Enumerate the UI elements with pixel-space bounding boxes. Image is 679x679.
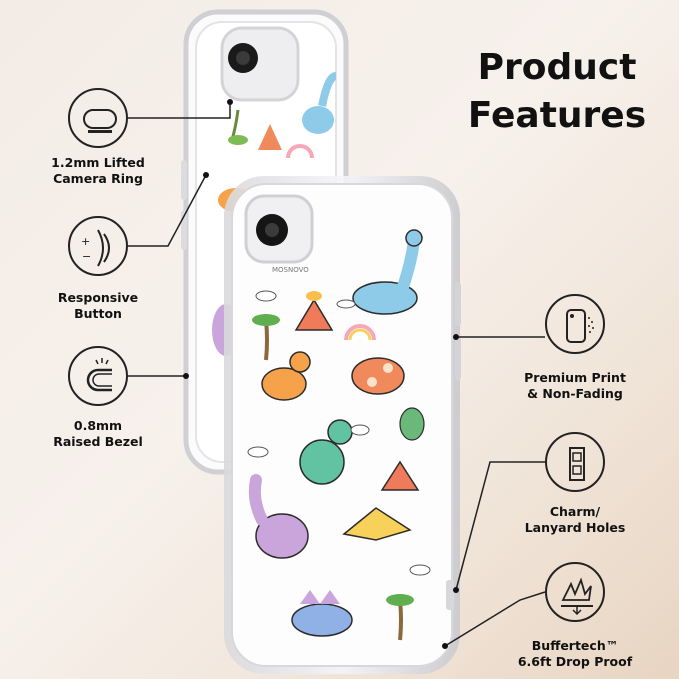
- lanyard-hole-icon: [545, 432, 605, 492]
- drop-impact-icon: [545, 562, 605, 622]
- page-title: Product Features: [462, 44, 652, 140]
- title-line-1: Product: [477, 47, 637, 88]
- feature-button-label: Responsive Button: [57, 290, 139, 321]
- brand-mark: MOSNOVO: [272, 266, 309, 274]
- feature-camera-ring-label: 1.2mm Lifted Camera Ring: [51, 155, 145, 186]
- phone-print-icon: [545, 294, 605, 354]
- bezel-icon: [68, 346, 128, 406]
- button-press-icon: +−: [68, 216, 128, 276]
- dinosaur-pattern: [247, 229, 431, 641]
- camera-ring-icon: [68, 88, 128, 148]
- svg-text:+: +: [81, 235, 90, 248]
- svg-text:−: −: [82, 250, 91, 263]
- feature-drop-label: Buffertech™ 6.6ft Drop Proof: [517, 638, 633, 669]
- title-line-2: Features: [467, 95, 647, 136]
- feature-bezel-label: 0.8mm Raised Bezel: [53, 418, 143, 449]
- feature-print-label: Premium Print & Non-Fading: [524, 370, 626, 401]
- feature-lanyard-label: Charm/ Lanyard Holes: [524, 504, 626, 535]
